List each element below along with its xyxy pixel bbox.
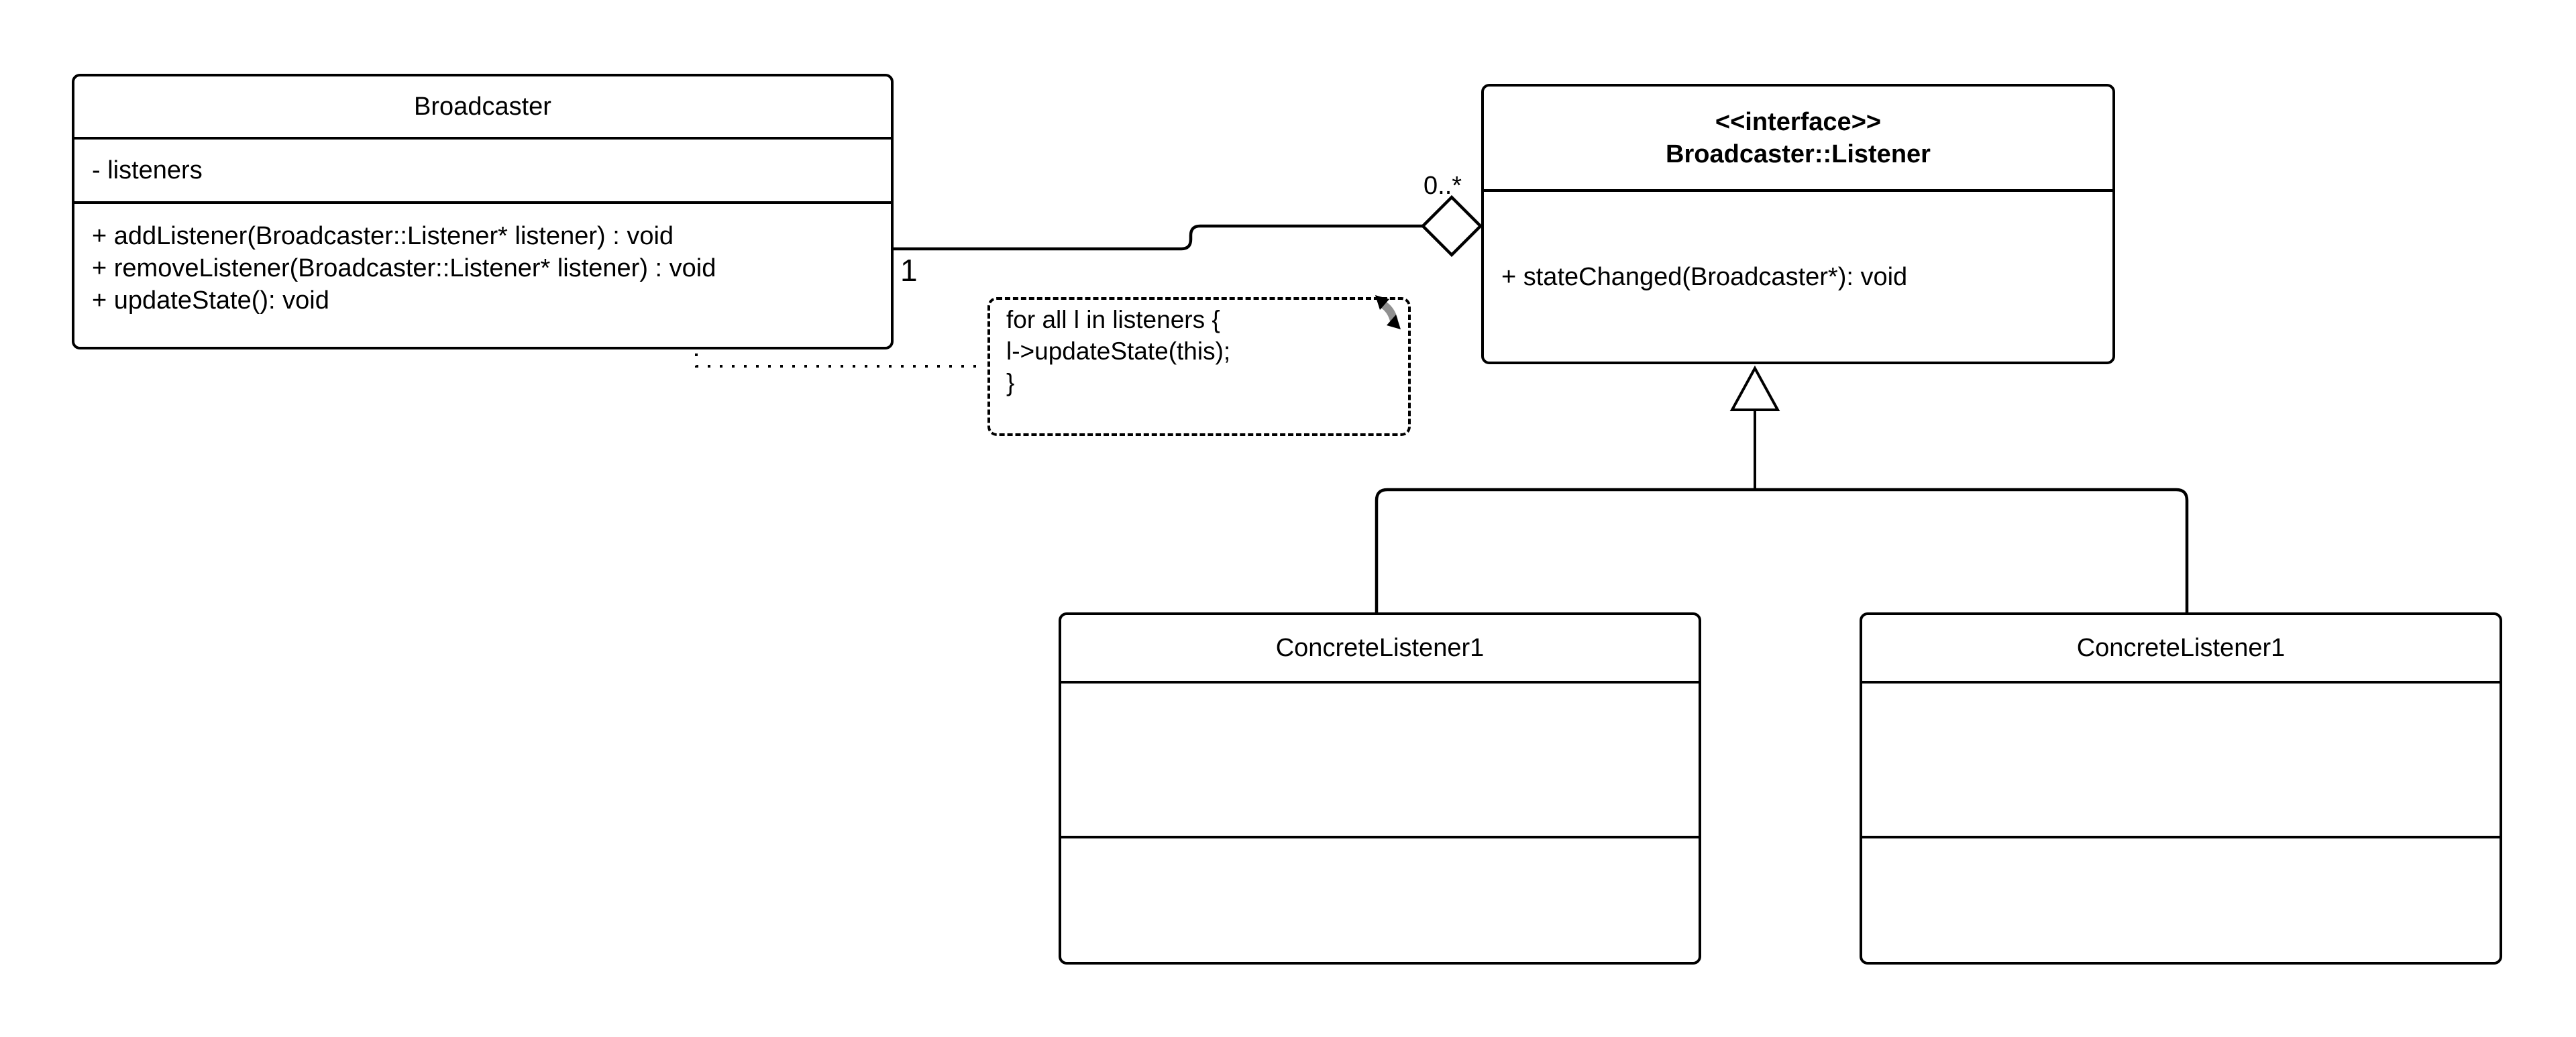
generalization-triangle-icon	[1729, 365, 1780, 411]
class-concrete-listener-left-title: ConcreteListener1	[1275, 634, 1485, 662]
class-broadcaster-methods: + addListener(Broadcaster::Listener* lis…	[74, 201, 891, 347]
method-state-changed: + stateChanged(Broadcaster*): void	[1501, 262, 1908, 291]
note-curl-arrow-icon	[1375, 295, 1401, 329]
method-remove-listener: + removeListener(Broadcaster::Listener* …	[92, 254, 716, 282]
method-add-listener: + addListener(Broadcaster::Listener* lis…	[92, 222, 674, 250]
method-update-state: + updateState(): void	[92, 286, 329, 315]
class-concrete-listener-left: ConcreteListener1	[1059, 612, 1701, 965]
class-broadcaster-title: Broadcaster	[414, 93, 551, 121]
class-broadcaster-attributes: - listeners	[74, 137, 891, 201]
interface-methods: + stateChanged(Broadcaster*): void	[1484, 189, 2112, 362]
class-concrete-listener-right-attributes	[1862, 681, 2500, 836]
note-line: }	[1006, 369, 1015, 396]
class-concrete-listener-right-title: ConcreteListener1	[2076, 634, 2286, 662]
class-concrete-listener-right: ConcreteListener1	[1860, 612, 2502, 965]
class-concrete-listener-right-methods	[1862, 836, 2500, 962]
multiplicity-target-label: 0..*	[1424, 172, 1462, 200]
generalization-bus	[1375, 488, 2189, 615]
multiplicity-source-label: 1	[900, 253, 918, 288]
class-broadcaster: Broadcaster - listeners + addListener(Br…	[72, 74, 894, 349]
attribute-listeners: - listeners	[92, 156, 203, 184]
aggregation-diamond-icon	[1420, 195, 1483, 258]
class-concrete-listener-left-methods	[1061, 836, 1699, 962]
interface-broadcaster-listener: <<interface>> Broadcaster::Listener + st…	[1481, 84, 2115, 364]
note-line: l->updateState(this);	[1006, 337, 1231, 365]
aggregation-connector	[894, 224, 1423, 251]
class-concrete-listener-left-attributes	[1061, 681, 1699, 836]
note-line: for all l in listeners {	[1006, 306, 1220, 333]
interface-name: Broadcaster::Listener	[1666, 140, 1931, 168]
interface-stereotype: <<interface>>	[1715, 107, 1882, 136]
code-note: for all l in listeners { l->updateState(…	[987, 297, 1411, 436]
interface-title-block: <<interface>> Broadcaster::Listener	[1484, 87, 2112, 189]
